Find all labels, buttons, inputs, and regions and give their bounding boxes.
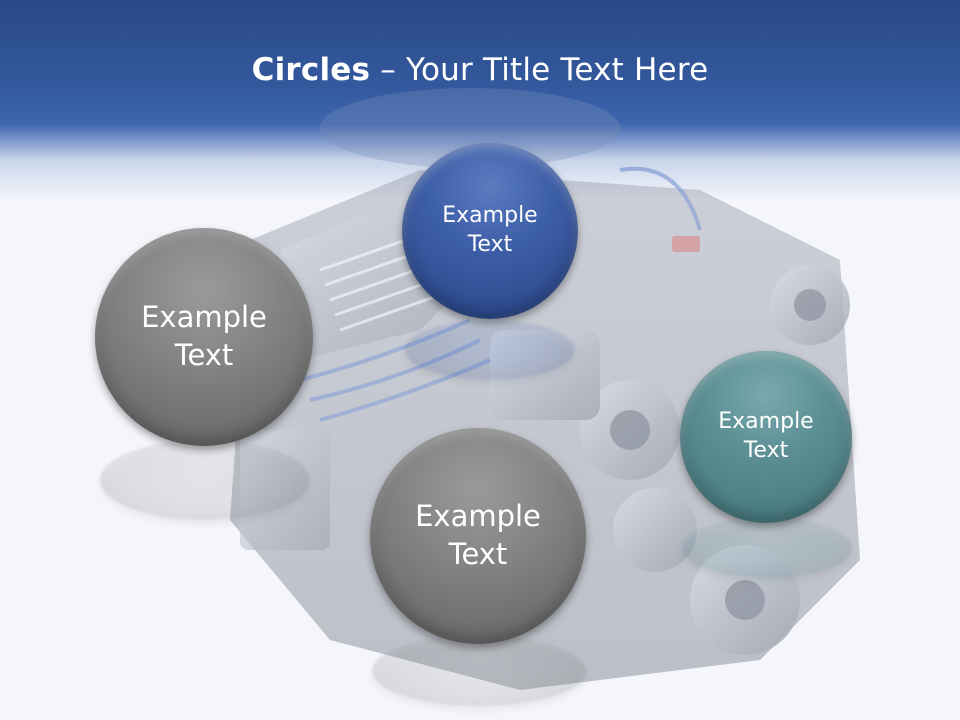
bottom-circle-line1: Example — [415, 499, 541, 534]
top-circle[interactable]: Example Text — [402, 143, 578, 319]
left-circle-reflection — [100, 440, 310, 520]
title-rest-text: – Your Title Text Here — [370, 52, 709, 88]
bottom-circle-reflection — [372, 636, 586, 706]
right-circle-line2: Text — [743, 438, 789, 463]
right-circle[interactable]: Example Text — [680, 351, 852, 523]
left-circle[interactable]: Example Text — [95, 228, 313, 446]
left-circle-line2: Text — [174, 338, 234, 372]
top-circle-reflection — [405, 320, 575, 380]
top-circle-line2: Text — [467, 232, 513, 257]
right-circle-line1: Example — [718, 409, 814, 435]
slide-title: Circles – Your Title Text Here — [0, 52, 960, 88]
left-circle-line1: Example — [141, 300, 267, 335]
right-circle-reflection — [682, 518, 852, 578]
bottom-circle[interactable]: Example Text — [370, 428, 586, 644]
top-circle-line1: Example — [442, 203, 538, 229]
title-bold-text: Circles — [251, 52, 371, 88]
bottom-circle-line2: Text — [448, 537, 508, 571]
